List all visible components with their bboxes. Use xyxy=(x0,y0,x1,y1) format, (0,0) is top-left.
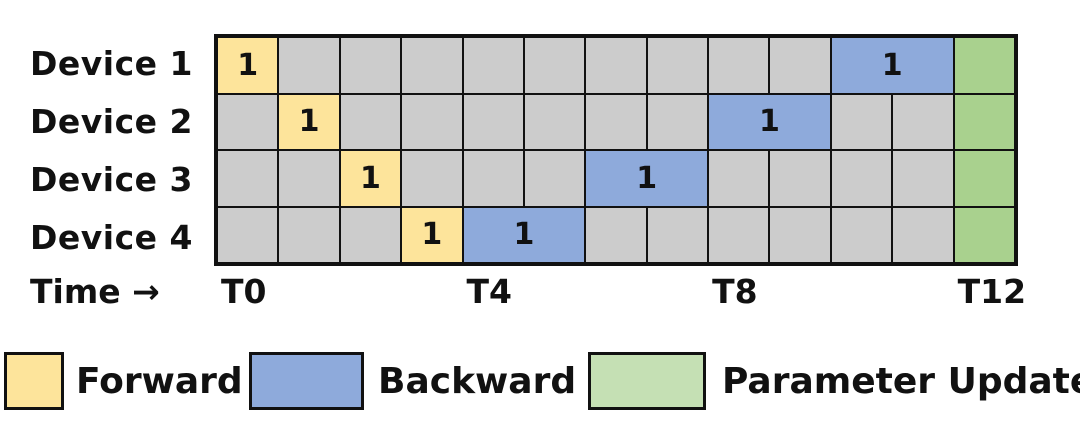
idle-cell xyxy=(830,206,893,263)
legend-swatch-backward xyxy=(249,352,364,410)
time-tick-label: T4 xyxy=(466,272,513,311)
time-tick-label: T8 xyxy=(712,272,758,311)
idle-cell xyxy=(708,150,770,207)
idle-cell xyxy=(401,93,463,150)
idle-cell xyxy=(217,150,279,207)
update-cell xyxy=(953,206,1015,263)
idle-cell xyxy=(585,37,647,94)
idle-cell xyxy=(830,93,893,150)
backward-cell: 1 xyxy=(585,150,709,207)
forward-cell: 1 xyxy=(401,206,463,263)
idle-cell xyxy=(830,150,893,207)
idle-cell xyxy=(769,150,831,207)
idle-cell xyxy=(217,93,279,150)
forward-cell: 1 xyxy=(278,93,340,150)
idle-cell xyxy=(708,206,770,263)
idle-cell xyxy=(892,150,954,207)
idle-cell xyxy=(646,93,709,150)
idle-cell xyxy=(278,150,340,207)
time-axis-label: Time → xyxy=(30,272,160,311)
idle-cell xyxy=(523,150,586,207)
idle-cell xyxy=(585,206,647,263)
update-cell xyxy=(953,37,1015,94)
idle-cell xyxy=(462,37,524,94)
legend-swatch-parameter-update xyxy=(588,352,706,410)
update-cell xyxy=(953,93,1015,150)
idle-cell xyxy=(585,93,647,150)
time-tick-label: T12 xyxy=(957,272,1027,311)
backward-cell: 1 xyxy=(708,93,831,150)
legend-label-parameter-update: Parameter Update xyxy=(722,361,1080,402)
idle-cell xyxy=(339,206,402,263)
idle-cell xyxy=(401,150,463,207)
forward-cell: 1 xyxy=(217,37,279,94)
idle-cell xyxy=(892,206,954,263)
idle-cell xyxy=(646,37,709,94)
idle-cell xyxy=(462,93,524,150)
idle-cell xyxy=(278,206,340,263)
device-label-3: Device 3 xyxy=(30,160,193,199)
backward-cell: 1 xyxy=(830,37,954,94)
idle-cell xyxy=(523,93,586,150)
idle-cell xyxy=(892,93,954,150)
idle-cell xyxy=(769,206,831,263)
time-tick-label: T0 xyxy=(221,272,267,311)
idle-cell xyxy=(278,37,340,94)
idle-cell xyxy=(769,37,831,94)
idle-cell xyxy=(339,37,402,94)
idle-cell xyxy=(523,37,586,94)
forward-cell: 1 xyxy=(339,150,402,207)
idle-cell xyxy=(217,206,279,263)
legend-label-backward: Backward xyxy=(378,361,577,402)
idle-cell xyxy=(462,150,524,207)
backward-cell: 1 xyxy=(462,206,586,263)
legend-label-forward: Forward xyxy=(76,361,243,402)
legend-swatch-forward xyxy=(4,352,64,410)
idle-cell xyxy=(708,37,770,94)
update-cell xyxy=(953,150,1015,207)
device-label-1: Device 1 xyxy=(30,44,193,83)
device-label-4: Device 4 xyxy=(30,218,193,257)
device-label-2: Device 2 xyxy=(30,102,193,141)
idle-cell xyxy=(401,37,463,94)
idle-cell xyxy=(339,93,402,150)
idle-cell xyxy=(646,206,709,263)
